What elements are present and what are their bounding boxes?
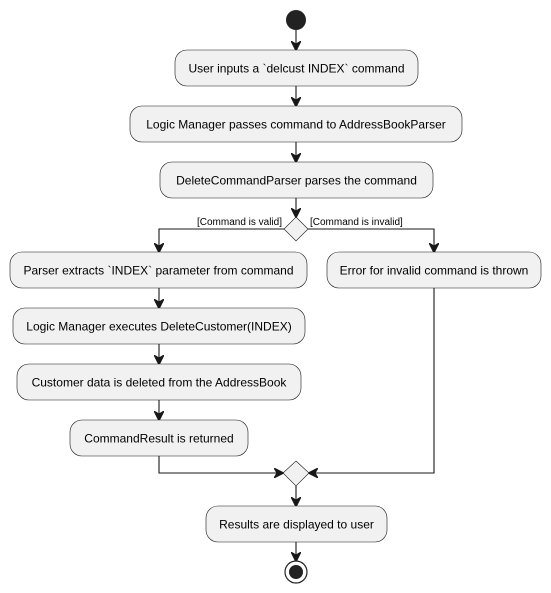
start-node xyxy=(286,10,306,30)
node-results-displayed: Results are displayed to user xyxy=(205,505,388,543)
node-parser-parses-label: DeleteCommandParser parses the command xyxy=(176,174,417,188)
node-data-deleted-label: Customer data is deleted from the Addres… xyxy=(32,376,288,390)
merge-diamond xyxy=(282,460,310,487)
end-node xyxy=(284,560,308,584)
guard-valid-label: [Command is valid] xyxy=(197,217,282,228)
node-parser-parses: DeleteCommandParser parses the command xyxy=(159,161,434,199)
node-error-thrown-label: Error for invalid command is thrown xyxy=(340,264,529,278)
node-error-thrown: Error for invalid command is thrown xyxy=(326,251,542,289)
node-execute-delete-label: Logic Manager executes DeleteCustomer(IN… xyxy=(26,320,291,334)
node-extract-index: Parser extracts `INDEX` parameter from c… xyxy=(9,251,308,289)
node-logic-passes-label: Logic Manager passes command to AddressB… xyxy=(146,118,446,132)
edge-result-to-merge xyxy=(158,456,283,473)
node-user-input-label: User inputs a `delcust INDEX` command xyxy=(188,62,404,76)
node-logic-passes: Logic Manager passes command to AddressB… xyxy=(129,105,463,143)
edge-decision-to-error xyxy=(308,228,434,252)
decision-diamond xyxy=(283,216,309,242)
node-extract-index-label: Parser extracts `INDEX` parameter from c… xyxy=(23,264,293,278)
node-result-returned: CommandResult is returned xyxy=(69,419,249,457)
edge-error-to-merge xyxy=(309,288,435,473)
node-results-displayed-label: Results are displayed to user xyxy=(219,518,374,532)
edge-decision-to-extract xyxy=(159,228,284,252)
node-user-input: User inputs a `delcust INDEX` command xyxy=(174,49,419,87)
guard-invalid-label: [Command is invalid] xyxy=(310,217,403,228)
node-result-returned-label: CommandResult is returned xyxy=(84,432,233,446)
node-execute-delete: Logic Manager executes DeleteCustomer(IN… xyxy=(12,307,306,345)
node-data-deleted: Customer data is deleted from the Addres… xyxy=(16,363,302,401)
